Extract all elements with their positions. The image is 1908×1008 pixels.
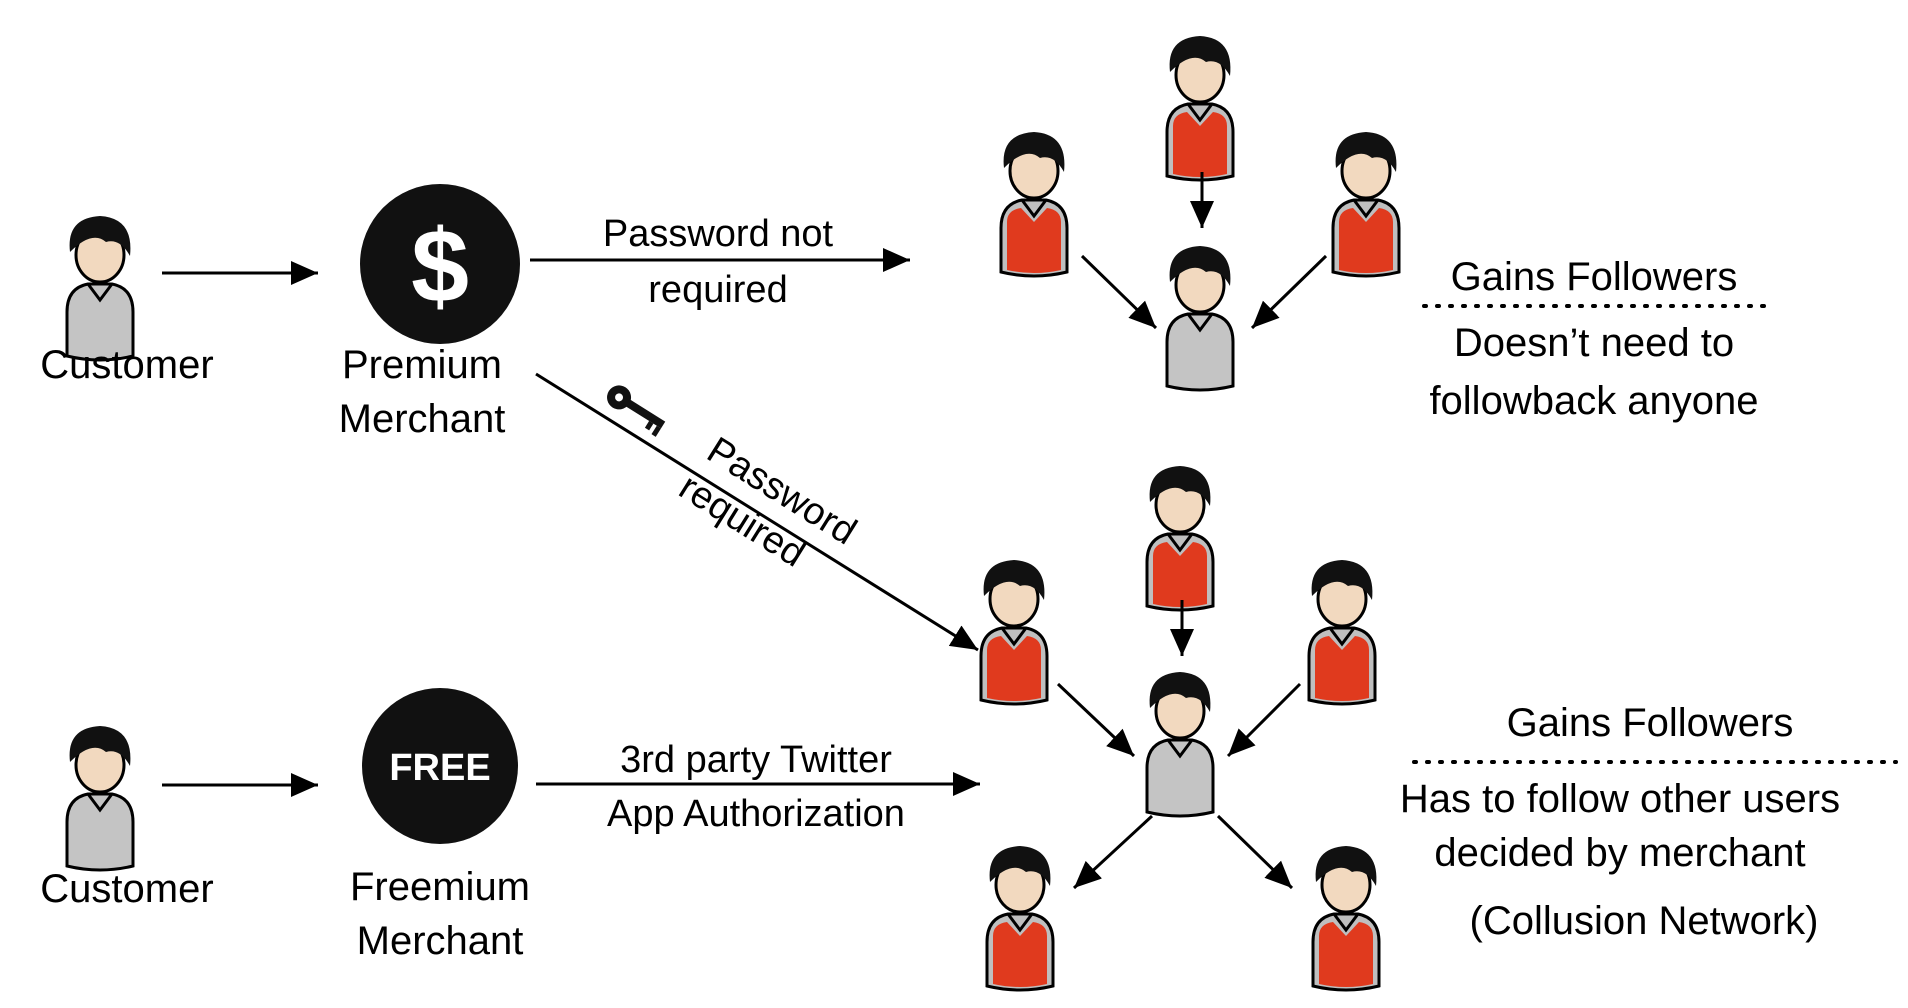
follow-arrow-top-3	[1250, 254, 1328, 330]
freemium-outcome-line-2: decided by merchant	[1434, 831, 1805, 875]
followback-arrow-1	[1072, 814, 1154, 890]
premium-merchant-label-2: Merchant	[339, 397, 506, 441]
freemium-merchant-icon: FREE	[362, 688, 518, 844]
freemium-outcome-line-3: (Collusion Network)	[1470, 899, 1819, 943]
customer-top-icon	[65, 214, 135, 362]
premium-merchant-icon: $	[360, 184, 520, 344]
freemium-merchant-label-1: Freemium	[350, 865, 530, 909]
freemium-customer-account-icon	[1145, 670, 1215, 818]
premium-outcome-line-1: Doesn’t need to	[1454, 321, 1734, 365]
customer-top-label: Customer	[40, 343, 213, 387]
follow-arrow-top-2	[1080, 254, 1158, 330]
follower-top-3-icon	[1331, 130, 1401, 278]
customer-bottom-icon	[65, 724, 135, 872]
free-badge: FREE	[389, 747, 490, 789]
follower-bottom-2-icon	[979, 558, 1049, 706]
follow-arrow-bottom-2	[1056, 682, 1136, 758]
password-not-required-label-2: required	[648, 269, 787, 311]
premium-outcome-line-2: followback anyone	[1429, 379, 1758, 423]
password-not-required-label-1: Password not	[603, 213, 834, 255]
freemium-outcome-line-1: Has to follow other users	[1400, 777, 1840, 821]
password-required-arrow	[535, 372, 979, 652]
followback-arrow-2	[1216, 814, 1294, 890]
followed-user-2-icon	[1311, 844, 1381, 992]
freemium-outcome-title: Gains Followers	[1507, 701, 1794, 745]
premium-customer-account-icon	[1165, 244, 1235, 392]
app-authorization-label-1: 3rd party Twitter	[620, 739, 892, 781]
customer-bottom-label: Customer	[40, 867, 213, 911]
freemium-merchant-label-2: Merchant	[357, 919, 524, 963]
follower-top-1-icon	[1165, 34, 1235, 182]
dollar-symbol: $	[411, 209, 469, 325]
follow-arrow-bottom-3	[1226, 682, 1302, 758]
app-authorization-label-2: App Authorization	[607, 793, 905, 835]
key-icon	[607, 385, 666, 437]
premium-outcome-title: Gains Followers	[1451, 255, 1738, 299]
follower-top-2-icon	[999, 130, 1069, 278]
follower-bottom-1-icon	[1145, 464, 1215, 612]
followed-user-1-icon	[985, 844, 1055, 992]
premium-merchant-label-1: Premium	[342, 343, 502, 387]
follower-bottom-3-icon	[1307, 558, 1377, 706]
